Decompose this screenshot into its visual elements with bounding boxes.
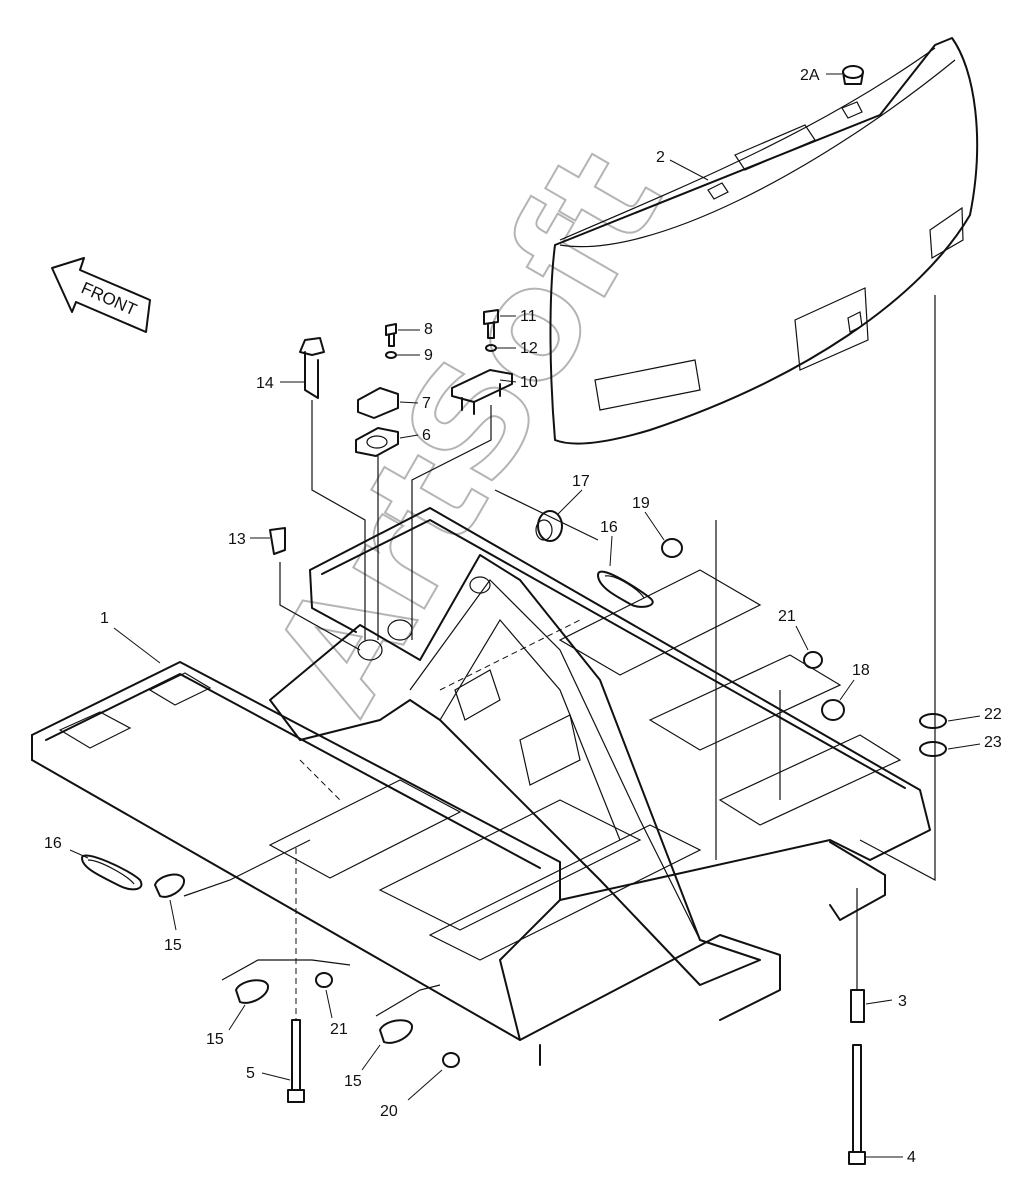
callout-21a: 21 — [778, 608, 796, 625]
callout-13: 13 — [228, 531, 246, 548]
callout-2a: 2A — [800, 67, 820, 84]
callout-12: 12 — [520, 340, 538, 357]
callout-5: 5 — [246, 1065, 255, 1082]
callout-6: 6 — [422, 427, 431, 444]
callout-16a: 16 — [44, 835, 62, 852]
callout-18: 18 — [852, 662, 870, 679]
callout-15c: 15 — [344, 1073, 362, 1090]
callout-2: 2 — [656, 149, 665, 166]
part-14-pin — [299, 337, 325, 399]
callout-16b: 16 — [600, 519, 618, 536]
part-6-gasket — [355, 427, 399, 457]
callout-17: 17 — [572, 473, 590, 490]
part-23-washer — [919, 741, 947, 757]
front-label: FRONT — [78, 278, 139, 319]
plug-2a — [842, 65, 864, 85]
part-15-seal-bottom — [379, 1019, 413, 1044]
callout-15a: 15 — [164, 937, 182, 954]
counterweight — [549, 37, 979, 445]
callout-21b: 21 — [330, 1021, 348, 1038]
part-20-plug — [442, 1052, 460, 1068]
part-7-cover — [357, 387, 399, 419]
boom-bracket — [269, 554, 761, 986]
part-19-plug — [661, 538, 683, 558]
part-17-grommet — [535, 510, 563, 542]
callout-1: 1 — [100, 610, 109, 627]
part-15-seal-left — [154, 873, 185, 898]
part-12-washer — [485, 344, 497, 352]
part-11-bolt — [483, 309, 499, 339]
callout-3: 3 — [898, 993, 907, 1010]
callout-9: 9 — [424, 347, 433, 364]
upper-frame — [31, 507, 931, 1066]
callout-20: 20 — [380, 1103, 398, 1120]
part-18-plug — [821, 699, 845, 721]
callout-14: 14 — [256, 375, 274, 392]
callout-19: 19 — [632, 495, 650, 512]
part-10-bracket — [451, 369, 513, 415]
callout-15b: 15 — [206, 1031, 224, 1048]
part-3-spacer — [850, 989, 865, 1023]
part-4-bolt — [848, 1044, 866, 1165]
part-8-bolt — [385, 323, 397, 347]
part-21-plug-lower — [315, 972, 333, 988]
callout-22: 22 — [984, 706, 1002, 723]
callout-11: 11 — [520, 308, 537, 325]
callout-8: 8 — [424, 321, 433, 338]
part-16-seal-lower — [81, 854, 143, 891]
callout-10: 10 — [520, 374, 538, 391]
part-16-seal-upper — [597, 570, 654, 608]
part-21-plug-upper — [803, 651, 823, 669]
part-13-pin — [269, 527, 286, 555]
part-5-bolt — [287, 1019, 305, 1103]
front-arrow: FRONT — [51, 257, 151, 333]
part-22-washer — [919, 713, 947, 729]
callout-7: 7 — [422, 395, 431, 412]
part-9-washer — [385, 351, 397, 359]
callout-23: 23 — [984, 734, 1002, 751]
callout-4: 4 — [907, 1149, 916, 1166]
part-15-seal-bottom-left — [235, 979, 269, 1004]
